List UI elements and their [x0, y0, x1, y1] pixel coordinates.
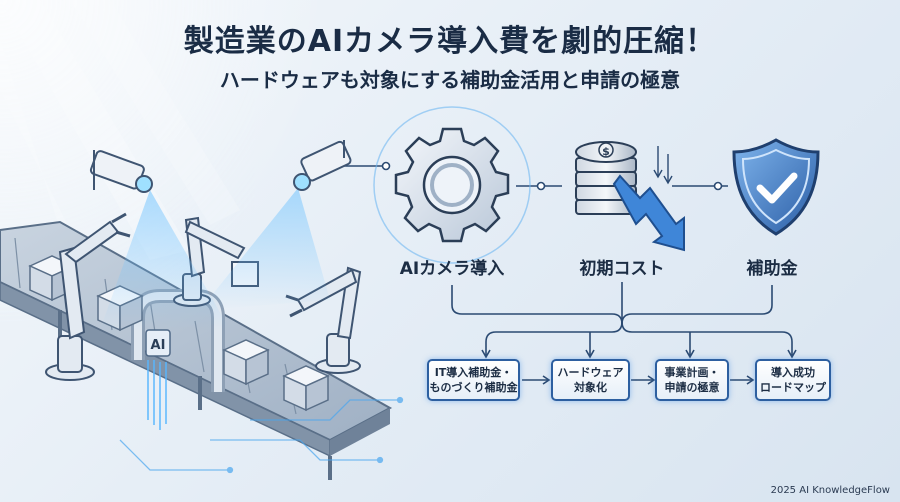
step-line: ロードマップ [760, 381, 826, 394]
step-line: 申請の極意 [664, 381, 720, 394]
gear-icon [373, 106, 531, 264]
step-line: IT導入補助金・ [434, 366, 513, 379]
flow-bracket [451, 282, 797, 359]
step-box-subsidy-programs: IT導入補助金・ ものづくり補助金 [427, 359, 520, 401]
step-line: 導入成功 [771, 366, 815, 379]
step-line: ハードウェア [557, 366, 624, 379]
circuit-lines [119, 396, 404, 474]
step-box-roadmap: 導入成功 ロードマップ [755, 359, 831, 401]
page-title: 製造業のAIカメラ導入費を劇的圧縮！ [183, 24, 717, 59]
icon-connectors [342, 161, 728, 191]
label-subsidy: 補助金 [746, 259, 798, 279]
step-box-hardware-coverage: ハードウェア 対象化 [551, 359, 630, 401]
label-initial-cost: 初期コスト [579, 259, 665, 279]
step-line: 事業計画・ [664, 366, 720, 379]
step-line: ものづくり補助金 [429, 381, 518, 394]
footer-credit: 2025 AI KnowledgeFlow [770, 485, 890, 496]
label-ai-camera: AIカメラ導入 [399, 259, 505, 279]
svg-text:$: $ [602, 145, 610, 158]
security-cameras [89, 140, 352, 330]
step-line: 対象化 [574, 381, 607, 394]
shield-check-icon [732, 138, 820, 236]
machine-label: AI [151, 338, 166, 353]
step-box-business-plan: 事業計画・ 申請の極意 [655, 359, 729, 401]
coin-stack-down-arrow-icon: $ [575, 141, 685, 252]
page-subtitle: ハードウェアも対象にする補助金活用と申請の極意 [219, 68, 681, 92]
step-arrows [522, 375, 755, 385]
